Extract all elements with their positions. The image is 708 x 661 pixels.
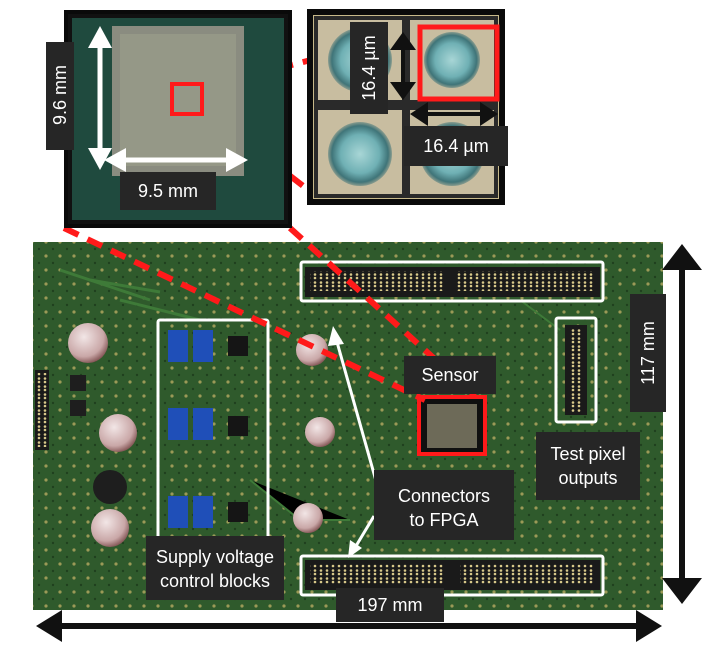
supply-label: Supply voltage control blocks: [155, 547, 275, 591]
sensor-label: Sensor: [421, 365, 479, 385]
test-pixel-header: [565, 325, 587, 415]
connectors-label: Connectors to FPGA: [397, 486, 491, 530]
chip-inset: [64, 10, 292, 228]
chip-width-label: 9.5 mm: [137, 181, 198, 201]
pixel-width-box: [404, 126, 508, 166]
potentiometers: [168, 330, 248, 528]
test-pixel-label: Test pixel outputs: [550, 444, 626, 488]
pcb-board: [33, 242, 663, 610]
connectors-box: [374, 470, 514, 540]
supply-box: [146, 536, 284, 600]
pointer-arrows: [328, 326, 380, 558]
left-header: [35, 370, 49, 450]
board-dimension-arrows: [36, 244, 702, 642]
board-height-label: 117 mm: [638, 321, 658, 385]
chip-dimension-arrows: [88, 26, 248, 172]
pixel-dimension-arrows: [390, 32, 498, 126]
board-width-label: 197 mm: [357, 595, 423, 615]
board-width-box: [336, 588, 444, 622]
pixel-height-label: 16.4 µm: [359, 35, 379, 101]
board-height-box: [630, 294, 666, 412]
pixel-height-box: [350, 22, 388, 114]
test-pixel-box: [536, 432, 640, 500]
connector-top: [305, 267, 600, 297]
sensor-chip: [420, 398, 484, 454]
connector-bottom: [305, 560, 600, 590]
pixel-width-label: 16.4 µm: [423, 136, 489, 156]
chip-height-box: [46, 42, 74, 150]
chip-height-label: 9.6 mm: [50, 65, 70, 126]
chip-width-box: [120, 172, 216, 210]
capacitors: [68, 323, 335, 547]
sensor-highlight-box: [417, 395, 487, 456]
sensor-box: [404, 356, 496, 394]
